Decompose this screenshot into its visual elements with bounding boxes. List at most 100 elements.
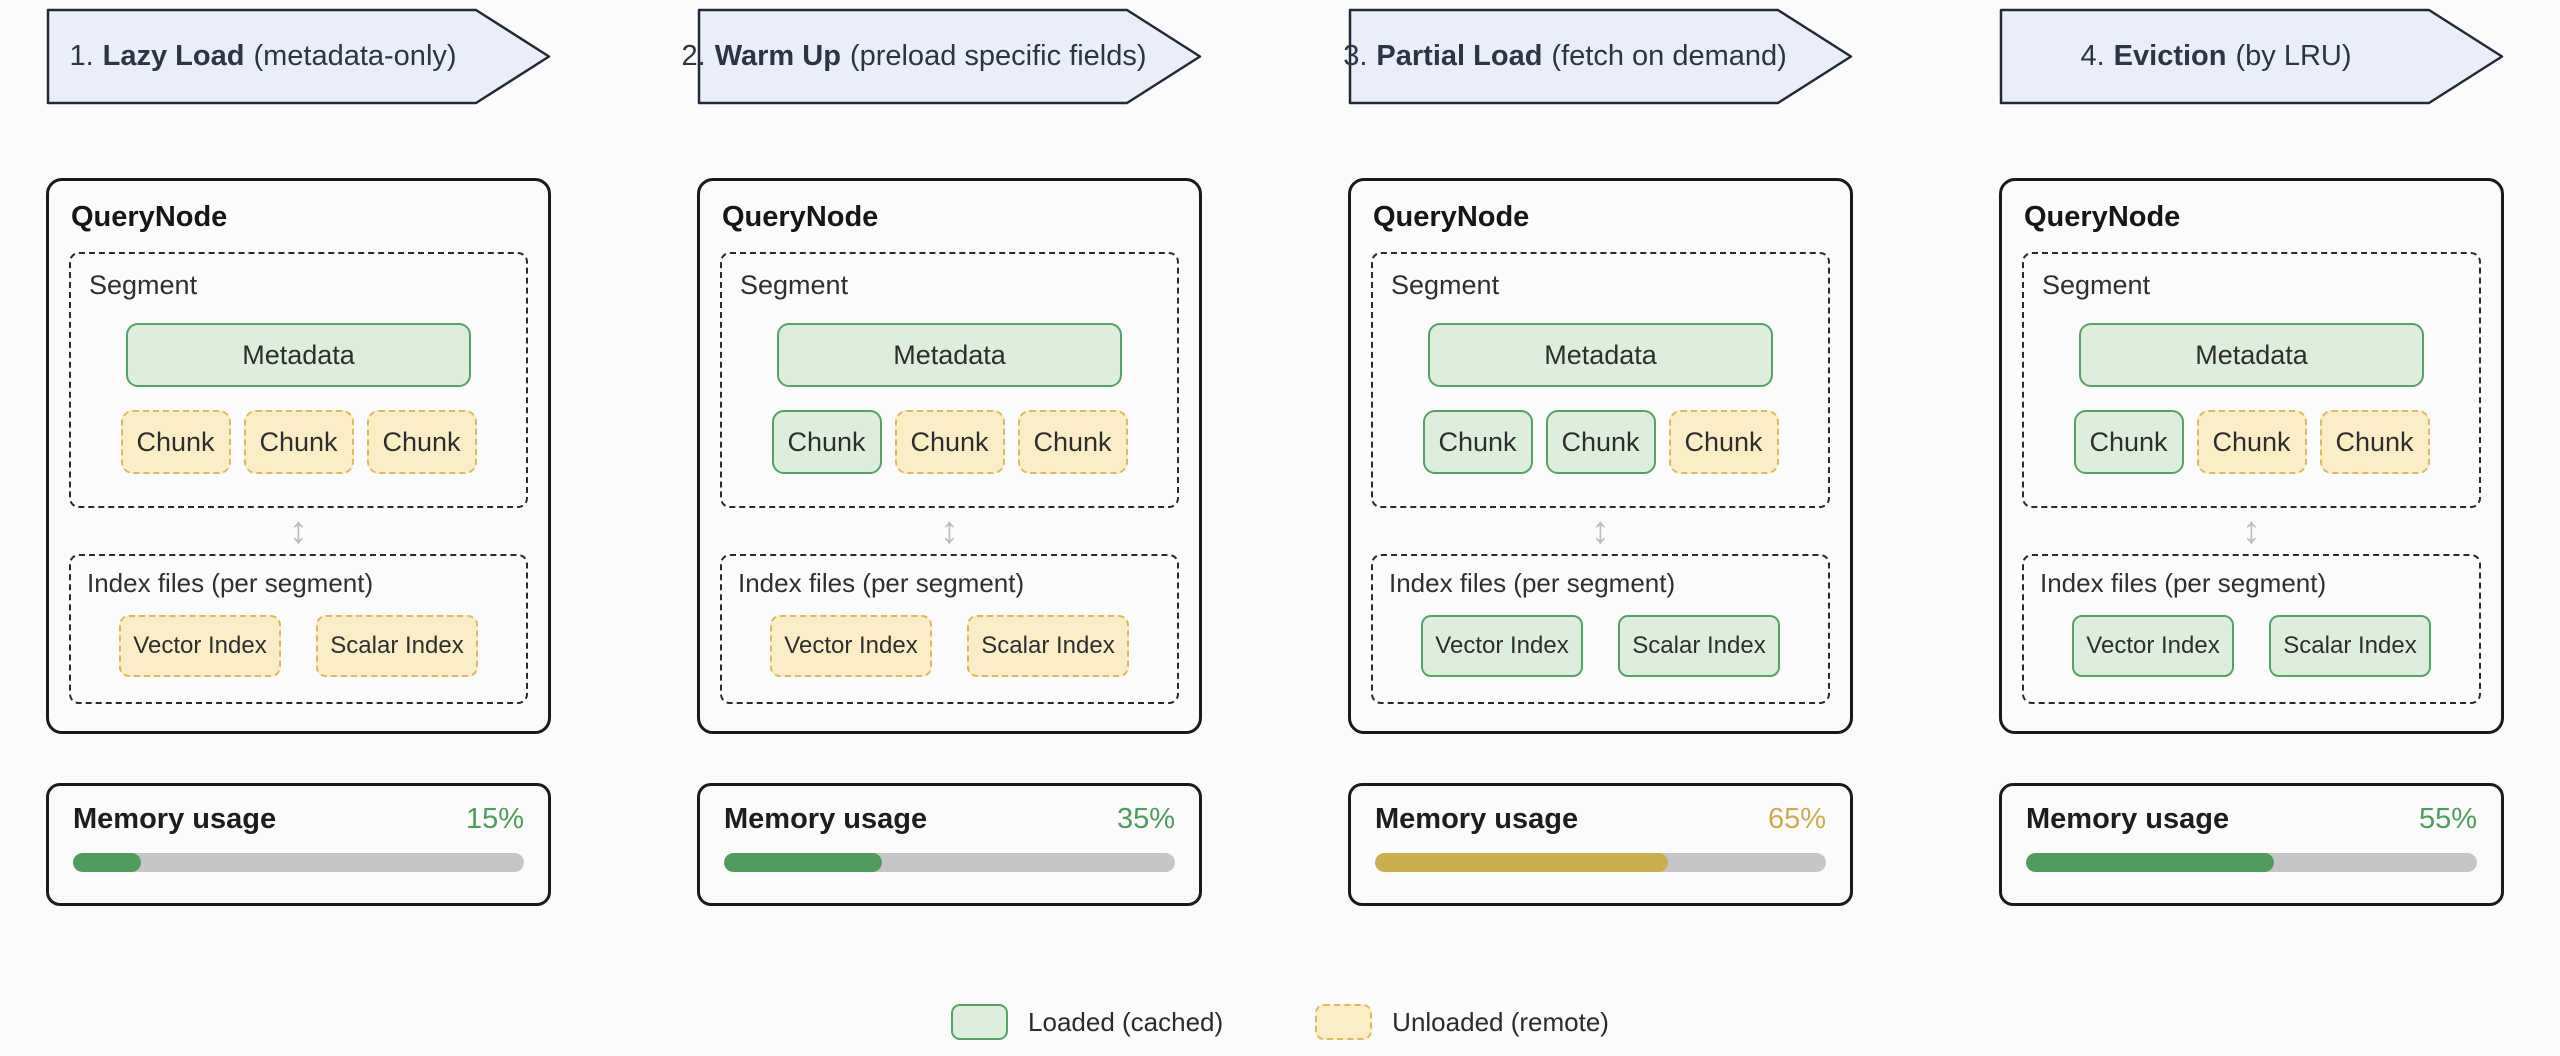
stage-title: Warm Up (714, 40, 841, 72)
memory-progress-track (724, 853, 1175, 872)
stage-column-1: 1. Lazy Load (metadata-only) QueryNode S… (46, 8, 551, 906)
memory-usage-card: Memory usage 15% (46, 783, 551, 906)
unloaded-swatch (1315, 1004, 1373, 1040)
index-row: Vector Index Scalar Index (87, 615, 510, 677)
segment-box: Segment Metadata Chunk Chunk Chunk (69, 252, 528, 508)
querynode-title: QueryNode (722, 201, 879, 233)
stages-row: 1. Lazy Load (metadata-only) QueryNode S… (46, 8, 2504, 906)
segment-label: Segment (1391, 270, 1500, 300)
metadata-box: Metadata (1428, 323, 1773, 387)
segment-label: Segment (740, 270, 849, 300)
stage-banner: 4. Eviction (by LRU) (1999, 8, 2504, 105)
metadata-box: Metadata (126, 323, 471, 387)
memory-usage-label: Memory usage (2026, 803, 2230, 835)
index-files-box: Index files (per segment) Vector Index S… (2022, 554, 2481, 704)
index-files-box: Index files (per segment) Vector Index S… (69, 554, 528, 704)
memory-percent: 65% (1767, 803, 1826, 835)
index-files-label: Index files (per segment) (738, 568, 1025, 598)
memory-header-row: Memory usage 65% (1375, 803, 1826, 836)
updown-arrow-icon: ↕ (940, 510, 959, 552)
index-files-box: Index files (per segment) Vector Index S… (720, 554, 1179, 704)
updown-arrow-icon: ↕ (1591, 510, 1610, 552)
querynode-card: QueryNode Segment Metadata Chunk Chunk C… (46, 178, 551, 734)
chunk-box: Chunk (1545, 410, 1656, 474)
memory-usage-label: Memory usage (1375, 803, 1579, 835)
stage-subtitle: (by LRU) (2235, 40, 2352, 72)
stage-banner: 1. Lazy Load (metadata-only) (46, 8, 551, 105)
memory-header-row: Memory usage 35% (724, 803, 1175, 836)
chunk-box: Chunk (2196, 410, 2307, 474)
segment-box: Segment Metadata Chunk Chunk Chunk (720, 252, 1179, 508)
memory-usage-label: Memory usage (724, 803, 928, 835)
segment-label: Segment (89, 270, 198, 300)
stage-number: 1. (69, 40, 94, 72)
memory-progress-fill (2026, 853, 2275, 872)
memory-progress-fill (73, 853, 141, 872)
arrow-banner-shape (1348, 8, 1853, 105)
index-row: Vector Index Scalar Index (738, 615, 1161, 677)
stage-number: 4. (2080, 40, 2105, 72)
memory-progress-track (2026, 853, 2477, 872)
legend-unloaded-label: Unloaded (remote) (1392, 1006, 1609, 1037)
loaded-swatch (951, 1004, 1009, 1040)
querynode-title: QueryNode (71, 201, 228, 233)
stage-subtitle: (preload specific fields) (849, 40, 1147, 72)
chunks-row: Chunk Chunk Chunk (2042, 410, 2461, 474)
arrow-banner-shape (697, 8, 1202, 105)
memory-percent: 35% (1116, 803, 1175, 835)
querynode-title: QueryNode (1373, 201, 1530, 233)
scalar-index-box: Scalar Index (967, 615, 1129, 677)
chunks-row: Chunk Chunk Chunk (740, 410, 1159, 474)
stage-banner-label: 3. Partial Load (fetch on demand) (1343, 8, 1787, 105)
stage-title: Partial Load (1376, 40, 1543, 72)
stage-banner: 2. Warm Up (preload specific fields) (682, 8, 1202, 105)
memory-progress-track (1375, 853, 1826, 872)
index-files-label: Index files (per segment) (87, 568, 374, 598)
querynode-card: QueryNode Segment Metadata Chunk Chunk C… (1999, 178, 2504, 734)
memory-usage-label: Memory usage (73, 803, 277, 835)
legend-item-unloaded: Unloaded (remote) (1315, 1004, 1609, 1040)
metadata-box: Metadata (2079, 323, 2424, 387)
index-row: Vector Index Scalar Index (2040, 615, 2463, 677)
memory-progress-fill (1375, 853, 1669, 872)
memory-percent: 15% (465, 803, 524, 835)
memory-usage-card: Memory usage 55% (1999, 783, 2504, 906)
scalar-index-box: Scalar Index (316, 615, 478, 677)
stage-number: 3. (1343, 40, 1368, 72)
memory-header-row: Memory usage 15% (73, 803, 524, 836)
stage-title: Lazy Load (102, 40, 245, 72)
querynode-card: QueryNode Segment Metadata Chunk Chunk C… (1348, 178, 1853, 734)
chunk-box: Chunk (771, 410, 882, 474)
index-files-label: Index files (per segment) (1389, 568, 1676, 598)
arrow-banner-shape (46, 8, 551, 105)
stage-title: Eviction (2113, 40, 2227, 72)
stage-number: 2. (681, 40, 706, 72)
vector-index-box: Vector Index (1421, 615, 1583, 677)
chunk-box: Chunk (2073, 410, 2184, 474)
querynode-card: QueryNode Segment Metadata Chunk Chunk C… (697, 178, 1202, 734)
chunk-box: Chunk (243, 410, 354, 474)
chunk-box: Chunk (894, 410, 1005, 474)
chunk-box: Chunk (1017, 410, 1128, 474)
chunks-row: Chunk Chunk Chunk (89, 410, 508, 474)
chunk-box: Chunk (1668, 410, 1779, 474)
memory-header-row: Memory usage 55% (2026, 803, 2477, 836)
memory-usage-card: Memory usage 35% (697, 783, 1202, 906)
stage-banner-label: 2. Warm Up (preload specific fields) (682, 8, 1147, 105)
stage-subtitle: (fetch on demand) (1551, 40, 1787, 72)
stage-banner-label: 1. Lazy Load (metadata-only) (46, 8, 480, 105)
index-row: Vector Index Scalar Index (1389, 615, 1812, 677)
segment-box: Segment Metadata Chunk Chunk Chunk (2022, 252, 2481, 508)
memory-percent: 55% (2418, 803, 2477, 835)
vector-index-box: Vector Index (770, 615, 932, 677)
segment-box: Segment Metadata Chunk Chunk Chunk (1371, 252, 1830, 508)
chunks-row: Chunk Chunk Chunk (1391, 410, 1810, 474)
updown-arrow-icon: ↕ (289, 510, 308, 552)
chunk-box: Chunk (1422, 410, 1533, 474)
scalar-index-box: Scalar Index (1618, 615, 1780, 677)
chunk-box: Chunk (2319, 410, 2430, 474)
updown-arrow-icon: ↕ (2242, 510, 2261, 552)
memory-progress-track (73, 853, 524, 872)
segment-label: Segment (2042, 270, 2151, 300)
stage-subtitle: (metadata-only) (253, 40, 457, 72)
